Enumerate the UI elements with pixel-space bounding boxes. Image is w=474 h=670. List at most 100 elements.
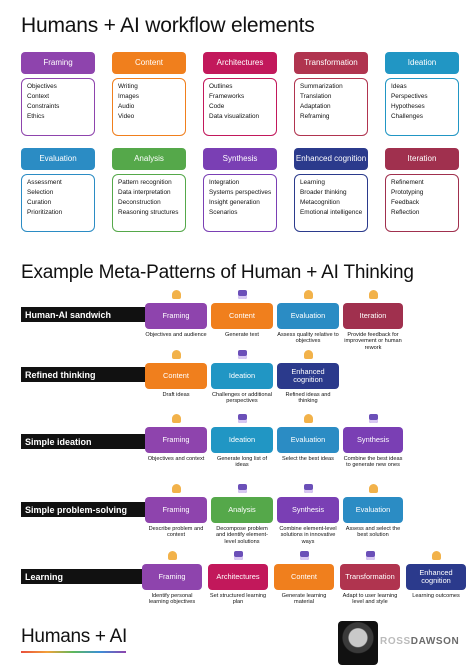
pattern-step-box: Enhanced cognition — [277, 363, 339, 389]
pattern-step-box: Framing — [142, 564, 202, 590]
person-icon — [171, 290, 181, 299]
element-card-title: Architectures — [203, 52, 277, 74]
robot-icon — [237, 290, 247, 299]
person-icon — [303, 290, 313, 299]
brand-underline — [21, 651, 126, 653]
element-card-item: Data visualization — [209, 113, 260, 120]
footer-brand: Humans + AI — [21, 626, 128, 647]
pattern-step-box: Analysis — [211, 497, 273, 523]
element-card-item: Feedback — [391, 199, 420, 206]
pattern-step-caption: Adapt to user learning level and style — [342, 593, 398, 606]
robot-icon — [365, 551, 375, 560]
pattern-step-box: Enhanced cognition — [406, 564, 466, 590]
element-card-item: Learning — [300, 179, 325, 186]
element-card-title: Iteration — [385, 148, 459, 170]
element-card-item: Images — [118, 93, 139, 100]
pattern-step-caption: Refined ideas and thinking — [285, 392, 331, 405]
person-icon — [368, 484, 378, 493]
pattern-step-caption: Challenges or additional perspectives — [211, 392, 273, 405]
robot-icon — [237, 350, 247, 359]
pattern-step-caption: Select the best ideas — [282, 456, 334, 462]
element-card-item: Deconstruction — [118, 199, 161, 206]
robot-icon — [233, 551, 243, 560]
element-card-item: Systems perspectives — [209, 189, 272, 196]
person-icon — [303, 350, 313, 359]
element-card-item: Scenarios — [209, 209, 238, 216]
element-card-item: Summarization — [300, 83, 343, 90]
person-icon — [171, 484, 181, 493]
pattern-step-caption: Describe problem and context — [148, 526, 204, 539]
pattern-step-caption: Assess and select the best solution — [345, 526, 401, 539]
person-icon — [171, 414, 181, 423]
pattern-step-box: Transformation — [340, 564, 400, 590]
element-card-item: Audio — [118, 103, 135, 110]
element-card-item: Ideas — [391, 83, 407, 90]
pattern-step-caption: Objectives and audience — [145, 332, 207, 338]
section-title: Example Meta-Patterns of Human + AI Thin… — [21, 262, 414, 283]
pattern-step-caption: Generate learning material — [281, 593, 327, 606]
element-card-title: Evaluation — [21, 148, 95, 170]
element-card-item: Objectives — [27, 83, 57, 90]
pattern-step-box: Content — [145, 363, 207, 389]
pattern-step-box: Ideation — [211, 363, 273, 389]
ross-dawson-logo: ROSSDAWSON — [380, 636, 460, 647]
element-card-title: Analysis — [112, 148, 186, 170]
element-card-title: Transformation — [294, 52, 368, 74]
pattern-step-caption: Generate long list of ideas — [216, 456, 268, 469]
pattern-step-box: Evaluation — [277, 427, 339, 453]
element-card-item: Reflection — [391, 209, 420, 216]
pattern-step-caption: Set structured learning plan — [209, 593, 267, 606]
robot-icon — [303, 484, 313, 493]
pattern-step-caption: Provide feedback for improvement or huma… — [344, 332, 402, 351]
element-card-title: Synthesis — [203, 148, 277, 170]
person-icon — [171, 350, 181, 359]
pattern-step-box: Synthesis — [277, 497, 339, 523]
element-card-item: Curation — [27, 199, 52, 206]
pattern-label: Simple ideation — [21, 434, 145, 449]
page-title: Humans + AI workflow elements — [21, 14, 315, 37]
pattern-step-caption: Identify personal learning objectives — [148, 593, 196, 606]
element-card-item: Metacognition — [300, 199, 340, 206]
element-card-item: Broader thinking — [300, 189, 347, 196]
pattern-step-box: Synthesis — [343, 427, 403, 453]
pattern-step-box: Ideation — [211, 427, 273, 453]
pattern-step-box: Content — [274, 564, 334, 590]
element-card-item: Context — [27, 93, 50, 100]
pattern-step-box: Framing — [145, 497, 207, 523]
element-card-item: Reasoning structures — [118, 209, 179, 216]
element-card-item: Adaptation — [300, 103, 331, 110]
pattern-step-box: Architectures — [208, 564, 268, 590]
pattern-step-caption: Learning outcomes — [412, 593, 460, 599]
element-card-item: Pattern recognition — [118, 179, 172, 186]
pattern-step-caption: Combine the best ideas to generate new o… — [343, 456, 403, 469]
element-card-title: Enhanced cognition — [294, 148, 368, 170]
